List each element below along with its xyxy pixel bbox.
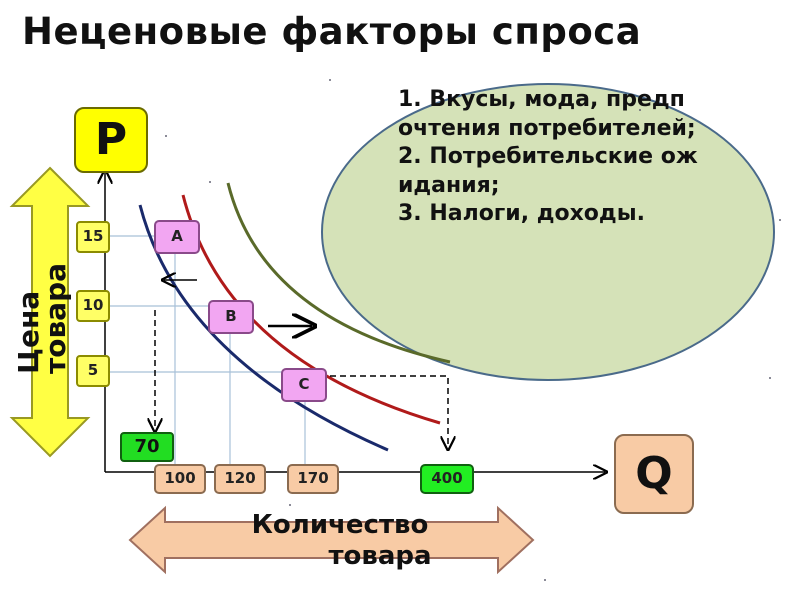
quantity-tick-170: 170	[287, 464, 339, 494]
quantity-tick-120: 120	[214, 464, 266, 494]
price-axis-label: Цена товара	[12, 262, 72, 374]
page-title: Неценовые факторы спроса	[22, 10, 642, 53]
price-double-arrow	[9, 166, 91, 458]
factor-item: 2. Потребительские ожидания;	[398, 144, 698, 198]
quantity-axis-label-line2: товара	[328, 541, 432, 572]
quantity-axis-label-line1: Количество	[251, 510, 429, 540]
point-a: A	[154, 220, 200, 254]
quantity-tick-100: 100	[154, 464, 206, 494]
factors-ellipse	[321, 83, 775, 381]
dashed-guide-right	[310, 375, 448, 448]
price-axis-symbol: P	[74, 107, 148, 173]
price-point-label: 70	[120, 432, 174, 462]
quantity-double-arrow	[128, 505, 535, 575]
quantity-axis-symbol: Q	[614, 434, 694, 514]
factor-item: 1. Вкусы, мода, предпочтения потребителе…	[398, 87, 696, 141]
price-tick-15: 15	[76, 221, 110, 253]
price-tick-10: 10	[76, 290, 110, 322]
quantity-axis-label: Количество товара	[190, 510, 490, 572]
price-tick-5: 5	[76, 355, 110, 387]
factors-list: 1. Вкусы, мода, предпочтения потребителе…	[398, 86, 698, 229]
demand-curve-shifted-right	[226, 182, 451, 364]
quantity-tick-400: 400	[420, 464, 474, 494]
demand-curve-shifted-left	[138, 204, 389, 452]
factor-item: 3. Налоги, доходы.	[398, 201, 645, 227]
point-c: C	[281, 368, 327, 402]
point-b: B	[208, 300, 254, 334]
